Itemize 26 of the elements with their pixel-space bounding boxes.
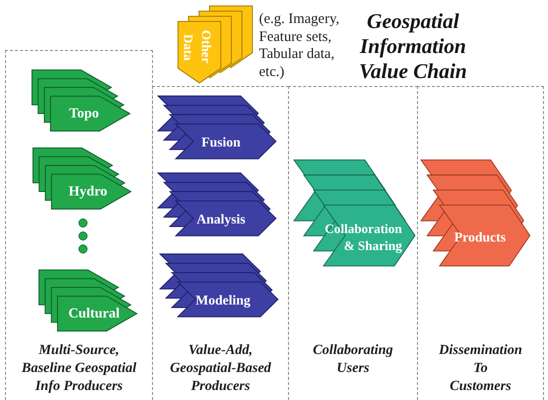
- panel-caption: Dissemination To Customers: [438, 342, 524, 396]
- chevron-stack: [157, 95, 277, 160]
- shape-label: Analysis: [196, 210, 246, 228]
- annotation-text: (e.g. Imagery, Feature sets, Tabular data, etc.): [259, 11, 340, 82]
- pentagon-arrow-stack: [31, 69, 131, 132]
- chevron-stack: [157, 172, 277, 237]
- shape-label: Other Data: [180, 29, 215, 66]
- shape-label: Products: [454, 228, 506, 246]
- chevron-stack: [159, 253, 279, 318]
- dashed-panel: [417, 86, 544, 400]
- shape-label: Hydro: [68, 184, 108, 200]
- pentagon-arrow-stack: [38, 269, 138, 332]
- dashed-panel: [5, 50, 153, 400]
- shape-label: Fusion: [201, 133, 241, 150]
- panel-caption: Multi-Source, Baseline Geospatial Info Producers: [20, 342, 138, 396]
- pentagon-arrow-stack: [32, 147, 132, 210]
- panel-caption: Value-Add, Geospatial-Based Producers: [168, 342, 272, 396]
- shape-label: Collaboration & Sharing: [324, 220, 402, 254]
- pentagon-tag-stack: [177, 5, 254, 84]
- shape-label: Topo: [69, 106, 99, 122]
- chevron-stack: [420, 159, 531, 267]
- shape-label: Cultural: [68, 306, 120, 322]
- diagram-title: Geospatial Information Value Chain: [358, 9, 468, 84]
- chevron-stack: [293, 159, 416, 267]
- panel-caption: Collaborating Users: [312, 342, 394, 378]
- shape-label: Modeling: [196, 291, 250, 308]
